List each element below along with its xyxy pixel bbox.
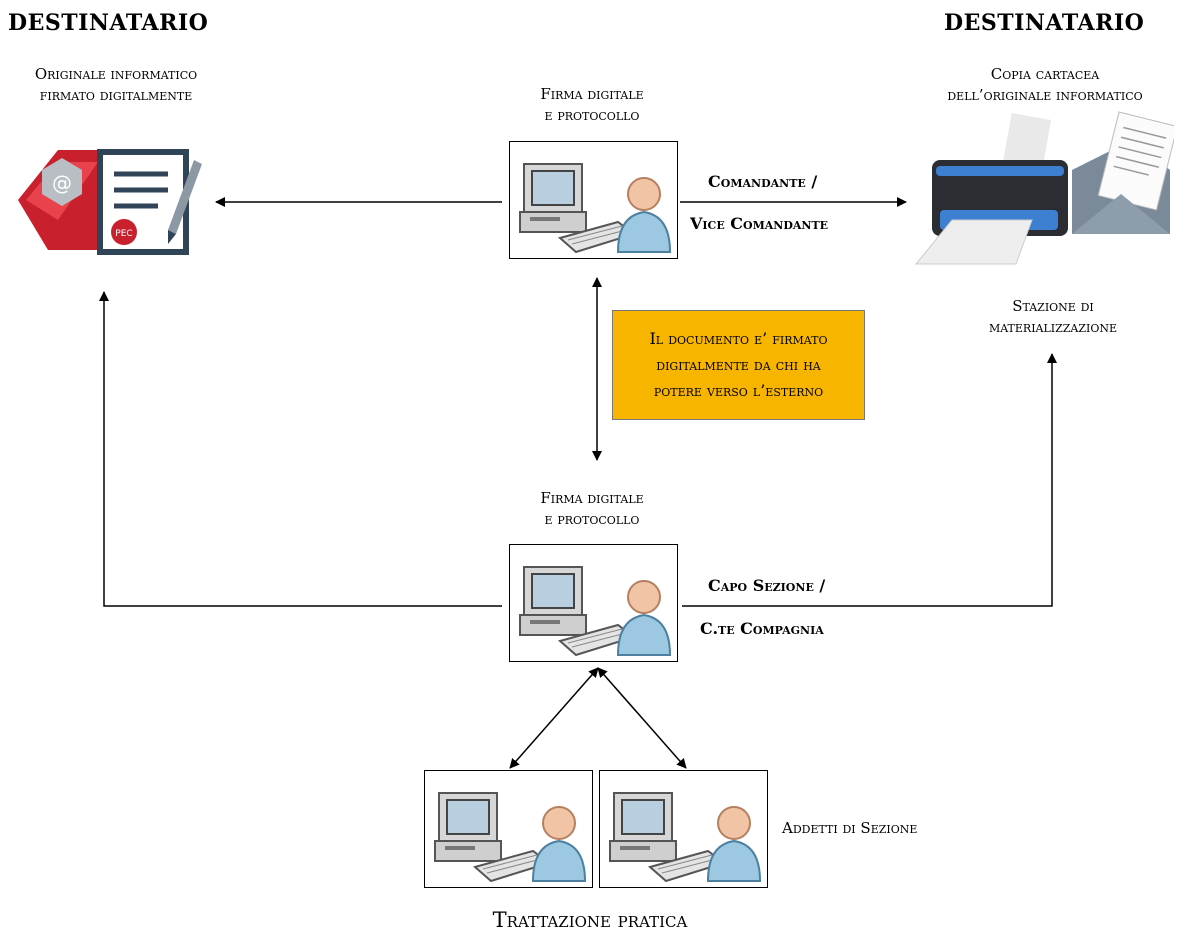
arrow-middle-to-printer (682, 353, 1057, 607)
top-role-line1: Comandante / (708, 172, 818, 191)
arrow-staff1-middle (509, 667, 599, 769)
right-recipient-title: DESTINATARIO (944, 10, 1145, 36)
middle-role-line1: Capo Sezione / (708, 576, 826, 595)
note-line2: digitalmente da chi ha (656, 355, 821, 374)
middle-caption-line2: e protocollo (544, 510, 640, 528)
computer-user-icon (609, 792, 761, 882)
staff-box-1 (424, 770, 593, 888)
left-recipient-title: DESTINATARIO (8, 10, 209, 36)
arrow-staff2-middle (597, 667, 687, 769)
pec-signed-document-icon: @ PEC (18, 140, 208, 264)
middle-caption-line1: Firma digitale (540, 489, 644, 507)
staff-label: Addetti di Sezione (782, 819, 918, 837)
left-recipient-caption: Originale informatico firmato digitalmen… (0, 64, 232, 106)
note-box: Il documento e’ firmato digitalmente da … (612, 310, 865, 420)
right-caption-line2: dell’originale informatico (947, 86, 1143, 104)
computer-user-icon (519, 163, 671, 253)
note-line3: potere verso l’esterno (653, 381, 824, 400)
top-node-caption: Firma digitale e protocollo (480, 84, 704, 126)
computer-user-icon (434, 792, 586, 882)
right-caption-line1: Copia cartacea (990, 65, 1100, 83)
station-line2: materializzazione (988, 318, 1118, 336)
svg-text:@: @ (52, 171, 72, 195)
left-caption-line1: Originale informatico (34, 65, 198, 83)
note-line1: Il documento e’ firmato (649, 329, 828, 348)
top-role-line2: Vice Comandante (690, 214, 829, 233)
station-caption: Stazione di materializzazione (940, 296, 1166, 338)
printer-icon (912, 110, 1178, 274)
middle-node-box (509, 544, 678, 662)
arrow-middle-to-left (99, 291, 502, 607)
staff-box-2 (599, 770, 768, 888)
right-recipient-caption: Copia cartacea dell’originale informatic… (900, 64, 1190, 106)
station-line1: Stazione di (1012, 297, 1094, 315)
middle-role-line2: C.te Compagnia (700, 619, 824, 638)
middle-node-caption: Firma digitale e protocollo (480, 488, 704, 530)
left-caption-line2: firmato digitalmente (39, 86, 193, 104)
svg-text:PEC: PEC (115, 229, 132, 239)
footer-label: Trattazione pratica (492, 908, 688, 932)
computer-user-icon (519, 566, 671, 656)
top-caption-line2: e protocollo (544, 106, 640, 124)
top-caption-line1: Firma digitale (540, 85, 644, 103)
top-node-box (509, 141, 678, 259)
